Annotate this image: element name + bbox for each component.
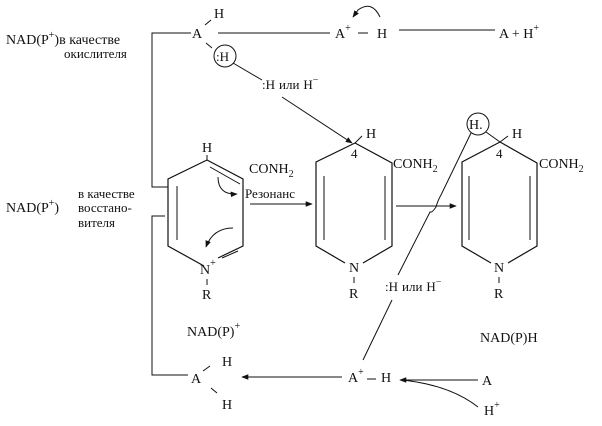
svg-text:N: N xyxy=(494,261,504,276)
svg-text:N: N xyxy=(349,261,359,276)
svg-text:N+: N+ xyxy=(200,258,216,278)
bottom-arrow-from-Hplus xyxy=(401,379,479,408)
svg-text:4: 4 xyxy=(496,146,503,161)
hydride-transfer-arrow xyxy=(281,96,353,144)
svg-text:NAD(P)H: NAD(P)H xyxy=(480,331,538,346)
svg-text:H: H xyxy=(202,141,212,156)
oxidant-role-label: NAD(P+)в качестве окислителя xyxy=(6,30,127,61)
svg-text:A+: A+ xyxy=(335,23,351,42)
top-intermediate: A+ H xyxy=(335,5,387,42)
svg-text:CONH2: CONH2 xyxy=(393,157,438,175)
bottom-product-AH2: A H H xyxy=(191,355,232,413)
curved-arrow-resonance-1 xyxy=(217,176,238,198)
svg-text:NAD(P+): NAD(P+) xyxy=(6,198,59,216)
svg-text:H: H xyxy=(381,371,391,386)
circled-hydride: :H xyxy=(213,44,237,68)
svg-text::H: :H xyxy=(216,49,229,64)
svg-text:H.: H. xyxy=(469,118,483,133)
svg-text:восстано-: восстано- xyxy=(78,200,132,215)
svg-text:H: H xyxy=(222,355,232,370)
svg-text:в качестве: в качестве xyxy=(78,186,135,201)
svg-text:4: 4 xyxy=(351,146,358,161)
bottom-reactant-Hplus: H+ xyxy=(484,400,500,419)
svg-text:H: H xyxy=(512,127,522,142)
curved-arrow-resonance-2 xyxy=(205,227,234,248)
svg-text:A: A xyxy=(191,372,202,387)
svg-text:H: H xyxy=(222,398,232,413)
svg-text:A: A xyxy=(192,27,203,42)
svg-text:NAD(P+)в качестве: NAD(P+)в качестве xyxy=(6,30,120,48)
svg-text:CONH2: CONH2 xyxy=(539,157,584,175)
curved-arrow-top xyxy=(352,5,381,18)
svg-text:CONH2: CONH2 xyxy=(249,162,294,180)
resonance-label: Резонанс xyxy=(245,186,295,201)
svg-text:H: H xyxy=(377,27,387,42)
bottom-reactant-A: A xyxy=(482,374,493,389)
svg-text:окислителя: окислителя xyxy=(64,46,127,61)
nadp-oxidized-ring: H N+ R CONH2 NAD(P)+ xyxy=(167,141,294,340)
hydride-return-line-lower xyxy=(362,299,393,361)
svg-text:A+: A+ xyxy=(348,367,364,386)
svg-text:R: R xyxy=(349,287,359,302)
svg-text:H: H xyxy=(214,7,224,22)
oxidant-bracket-line xyxy=(151,32,191,188)
reductant-bracket-line xyxy=(151,215,188,376)
top-product: A + H+ xyxy=(499,23,539,42)
top-substrate-AH: A H xyxy=(192,7,224,49)
hydride-transfer-line-a xyxy=(232,62,263,81)
hydride-return-line xyxy=(397,132,472,276)
svg-text:NAD(P)+: NAD(P)+ xyxy=(187,321,240,340)
reductant-role-label: NAD(P+) в качестве восстано- вителя xyxy=(6,186,135,230)
nadph-reduced-ring: H. H 4 N R CONH2 NAD(P)H xyxy=(461,112,584,346)
svg-text:вителя: вителя xyxy=(78,215,115,230)
svg-text:R: R xyxy=(494,287,504,302)
bottom-intermediate: A+ H xyxy=(348,367,391,386)
svg-text:R: R xyxy=(202,288,212,303)
svg-text:H: H xyxy=(366,127,376,142)
nadph-intermediate-ring: H 4 N R CONH2 xyxy=(315,127,438,302)
